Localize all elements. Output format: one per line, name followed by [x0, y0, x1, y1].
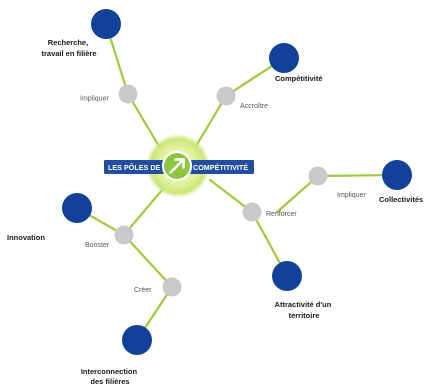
verb-node-accroitre: [216, 86, 236, 106]
verb-label-creer: Créer: [134, 287, 152, 294]
hub-arrow-icon: [169, 158, 185, 174]
verb-node-impliquer-2: [308, 166, 328, 186]
goal-node-competitivite: [269, 43, 299, 73]
goal-node-attractivite: [272, 261, 302, 291]
verb-nodes: [114, 84, 328, 297]
verb-node-renforcer: [242, 202, 262, 222]
hub: LES PÔLES DE COMPÉTITIVITÉ: [104, 134, 254, 198]
hub-text-left: LES PÔLES DE: [108, 163, 161, 172]
goal-node-recherche: [91, 9, 121, 39]
goal-labels: Recherche, travail en filière Compétitiv…: [7, 38, 423, 385]
verb-label-renforcer: Renforcer: [266, 211, 297, 218]
goal-label-innovation: Innovation: [7, 233, 45, 242]
goal-label-collectivites: Collectivités: [379, 195, 423, 204]
goal-node-interconnection: [122, 325, 152, 355]
goal-label-recherche: Recherche, travail en filière: [41, 38, 96, 58]
connectors: [75, 22, 399, 342]
connector-booster-hub: [122, 188, 164, 237]
goal-label-attractivite: Attractivité d'un territoire: [275, 300, 334, 320]
connector-competitivite-hub: [194, 94, 228, 148]
connector-recherche-hub: [126, 92, 162, 150]
goal-nodes: [62, 9, 412, 355]
verb-label-booster: Booster: [85, 242, 110, 249]
goal-node-collectivites: [382, 160, 412, 190]
verb-node-impliquer-1: [118, 84, 138, 104]
verb-node-booster: [114, 225, 134, 245]
verb-label-impliquer-1: Impliquer: [80, 96, 109, 103]
verb-label-accroitre: Accroître: [240, 103, 268, 110]
connector-booster-creer: [122, 233, 174, 289]
goal-node-innovation: [62, 193, 92, 223]
goal-label-interconnection: Interconnection des filières: [81, 367, 139, 385]
goal-label-competitivite: Compétitivité: [275, 74, 323, 83]
verb-labels: Impliquer Accroître Impliquer Renforcer …: [80, 96, 366, 295]
verb-label-impliquer-2: Impliquer: [337, 192, 366, 199]
hub-text-right: COMPÉTITIVITÉ: [193, 163, 248, 172]
verb-node-creer: [162, 277, 182, 297]
